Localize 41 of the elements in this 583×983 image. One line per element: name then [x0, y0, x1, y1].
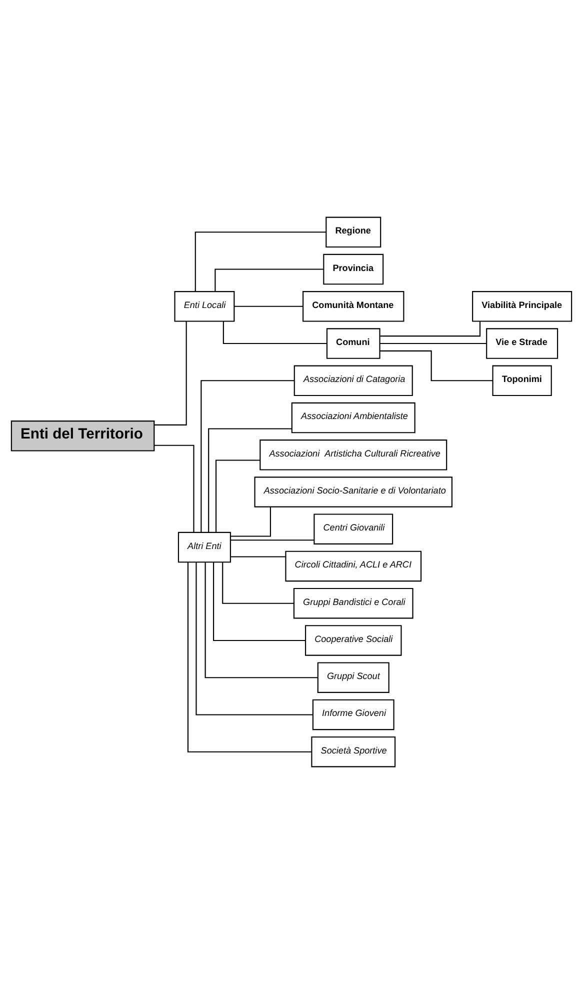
node-box: Comunità Montane	[302, 290, 404, 322]
connector	[194, 231, 326, 291]
connector	[380, 321, 481, 336]
node-box: Associazioni di Catagoria	[294, 364, 413, 396]
node-box: Provincia	[323, 253, 384, 284]
node-box: Gruppi Scout	[317, 662, 390, 692]
connector	[154, 444, 194, 532]
connector	[380, 350, 493, 381]
node-box: Comuni	[326, 328, 380, 358]
connector	[230, 556, 286, 557]
connector	[196, 562, 313, 715]
node-box: Vie e Strade	[486, 328, 558, 358]
node-box: Enti del Territorio	[10, 420, 155, 451]
connector	[213, 562, 306, 641]
node-box: Cooperative Sociali	[304, 624, 402, 656]
connector	[234, 305, 303, 306]
node-box: Toponimi	[492, 364, 552, 396]
node-box: Circoli Cittadini, ACLI e ARCI	[285, 550, 422, 582]
node-box: Viabilità Principale	[472, 290, 572, 322]
node-box: Associazioni Ambientaliste	[291, 402, 416, 433]
connector	[222, 320, 327, 344]
node-box: Centri Giovanili	[314, 513, 394, 544]
connector	[204, 562, 318, 678]
node-box: Informe Gioveni	[312, 698, 394, 730]
connector	[215, 459, 260, 532]
node-box: Enti Locali	[174, 290, 235, 322]
connector	[154, 320, 187, 425]
connector	[230, 506, 271, 536]
connector	[230, 539, 314, 540]
connector	[222, 562, 294, 604]
connector	[187, 562, 312, 752]
connector	[380, 342, 486, 344]
node-box: Società Sportive	[311, 736, 396, 767]
connector	[214, 268, 324, 291]
node-box: Gruppi Bandistici e Corali	[293, 587, 414, 618]
node-box: Altri Enti	[178, 531, 231, 562]
node-box: Regione	[326, 216, 382, 248]
node-box: Associazioni Socio-Sanitarie e di Volontariato	[254, 476, 452, 507]
node-box: Associazioni Artisticha Culturali Ricreative	[260, 439, 448, 470]
connector	[200, 380, 294, 532]
connector	[208, 428, 292, 532]
